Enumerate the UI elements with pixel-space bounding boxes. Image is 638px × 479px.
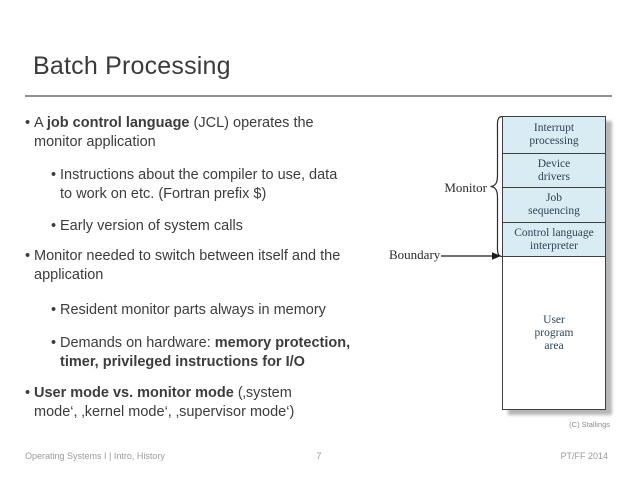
text-segment: Demands on hardware: [60, 335, 215, 351]
text-segment: Early version of system calls [60, 218, 243, 234]
footer-authors-year: PT/FF 2014 [560, 451, 608, 461]
bullet-icon: • [51, 335, 57, 351]
cell-device-drivers: Device drivers [503, 154, 605, 188]
text-line: A job control language (JCL) operates th… [34, 114, 314, 133]
cell-text-line: Job [546, 192, 562, 204]
cell-control-language-interpreter: Control language interpreter [503, 223, 605, 257]
bullet-icon: • [25, 248, 31, 264]
bullet-modes: • User mode vs. monitor mode (‚system mo… [25, 384, 294, 422]
text-line: Instructions about the compiler to use, … [60, 166, 337, 185]
text-line: mode‘, ‚kernel mode‘, ‚supervisor mode‘) [34, 403, 294, 422]
bullet-resident: • Resident monitor parts always in memor… [51, 301, 326, 320]
bullet-icon: • [51, 218, 57, 234]
cell-text-line: interpreter [530, 239, 578, 252]
boundary-arrow-icon [441, 252, 501, 260]
text-line: User mode vs. monitor mode (‚system [34, 384, 294, 403]
bullet-hardware-text: Demands on hardware: memory protection, … [60, 334, 350, 372]
monitor-label: Monitor [444, 180, 487, 195]
cell-text-line: User [543, 313, 565, 326]
text-segment-bold: timer, privileged instructions for I/O [60, 354, 305, 370]
cell-text-line: program [534, 326, 574, 339]
text-segment: (‚system [233, 385, 292, 401]
cell-interrupt-processing: Interrupt processing [503, 117, 605, 154]
text-line: Monitor needed to switch between itself … [34, 247, 340, 266]
cell-text-line: Control language [514, 226, 594, 239]
text-segment: monitor application [34, 134, 156, 150]
text-line: timer, privileged instructions for I/O [60, 353, 350, 372]
text-line: Early version of system calls [60, 217, 243, 236]
bullet-jcl: • A job control language (JCL) operates … [25, 114, 314, 152]
text-segment: Instructions about the compiler to use, … [60, 167, 338, 183]
bullet-resident-text: Resident monitor parts always in memory [60, 301, 326, 320]
text-segment: mode‘, ‚kernel mode‘, ‚supervisor mode‘) [34, 404, 295, 420]
monitor-brace-icon [490, 115, 503, 258]
cell-text-line: area [544, 339, 564, 352]
bullet-icon: • [51, 302, 57, 318]
text-segment: (JCL) operates the [189, 115, 314, 131]
memory-diagram: Interrupt processing Device drivers Job … [502, 116, 606, 410]
bullet-syscalls-text: Early version of system calls [60, 217, 243, 236]
cell-text-line: processing [529, 135, 579, 147]
bullet-hardware: • Demands on hardware: memory protection… [51, 334, 350, 372]
cell-text-line: Device [537, 157, 571, 170]
bullet-icon: • [25, 115, 31, 131]
footer-page-number: 7 [316, 451, 322, 461]
text-line: Demands on hardware: memory protection, [60, 334, 350, 353]
text-segment-bold: job control language [46, 115, 190, 131]
boundary-label: Boundary [389, 247, 441, 262]
text-line: Resident monitor parts always in memory [60, 301, 326, 320]
cell-user-program-area: User program area [503, 257, 605, 409]
bullet-monitor-switch: • Monitor needed to switch between itsel… [25, 247, 340, 285]
text-segment-bold: memory protection, [214, 335, 351, 351]
text-segment: to work on etc. (Fortran prefix $) [60, 186, 267, 202]
bullet-instructions-text: Instructions about the compiler to use, … [60, 166, 337, 204]
cell-job-sequencing: Job sequencing [503, 188, 605, 223]
text-line: application [34, 266, 340, 285]
text-segment-bold: User mode vs. monitor mode [34, 385, 234, 401]
bullet-instructions: • Instructions about the compiler to use… [51, 166, 337, 204]
page-title: Batch Processing [33, 52, 231, 80]
bullet-jcl-text: A job control language (JCL) operates th… [34, 114, 314, 152]
text-segment: Resident monitor parts always in memory [60, 302, 326, 318]
text-line: to work on etc. (Fortran prefix $) [60, 185, 337, 204]
text-segment: application [34, 267, 104, 283]
bullet-monitor-switch-text: Monitor needed to switch between itself … [34, 247, 340, 285]
figure-credit: (C) Stallings [569, 420, 610, 429]
text-line: monitor application [34, 133, 314, 152]
bullet-syscalls: • Early version of system calls [51, 217, 243, 236]
title-divider [25, 95, 612, 97]
cell-text-line: sequencing [528, 205, 580, 217]
cell-text-line: drivers [538, 170, 570, 183]
bullet-icon: • [51, 167, 57, 183]
text-segment: Monitor needed to switch between itself … [34, 248, 341, 264]
bullet-icon: • [25, 385, 31, 401]
bullet-modes-text: User mode vs. monitor mode (‚system mode… [34, 384, 294, 422]
text-segment: A [34, 115, 47, 131]
cell-text-line: Interrupt [533, 122, 575, 134]
footer-course-label: Operating Systems I | Intro, History [25, 451, 165, 461]
